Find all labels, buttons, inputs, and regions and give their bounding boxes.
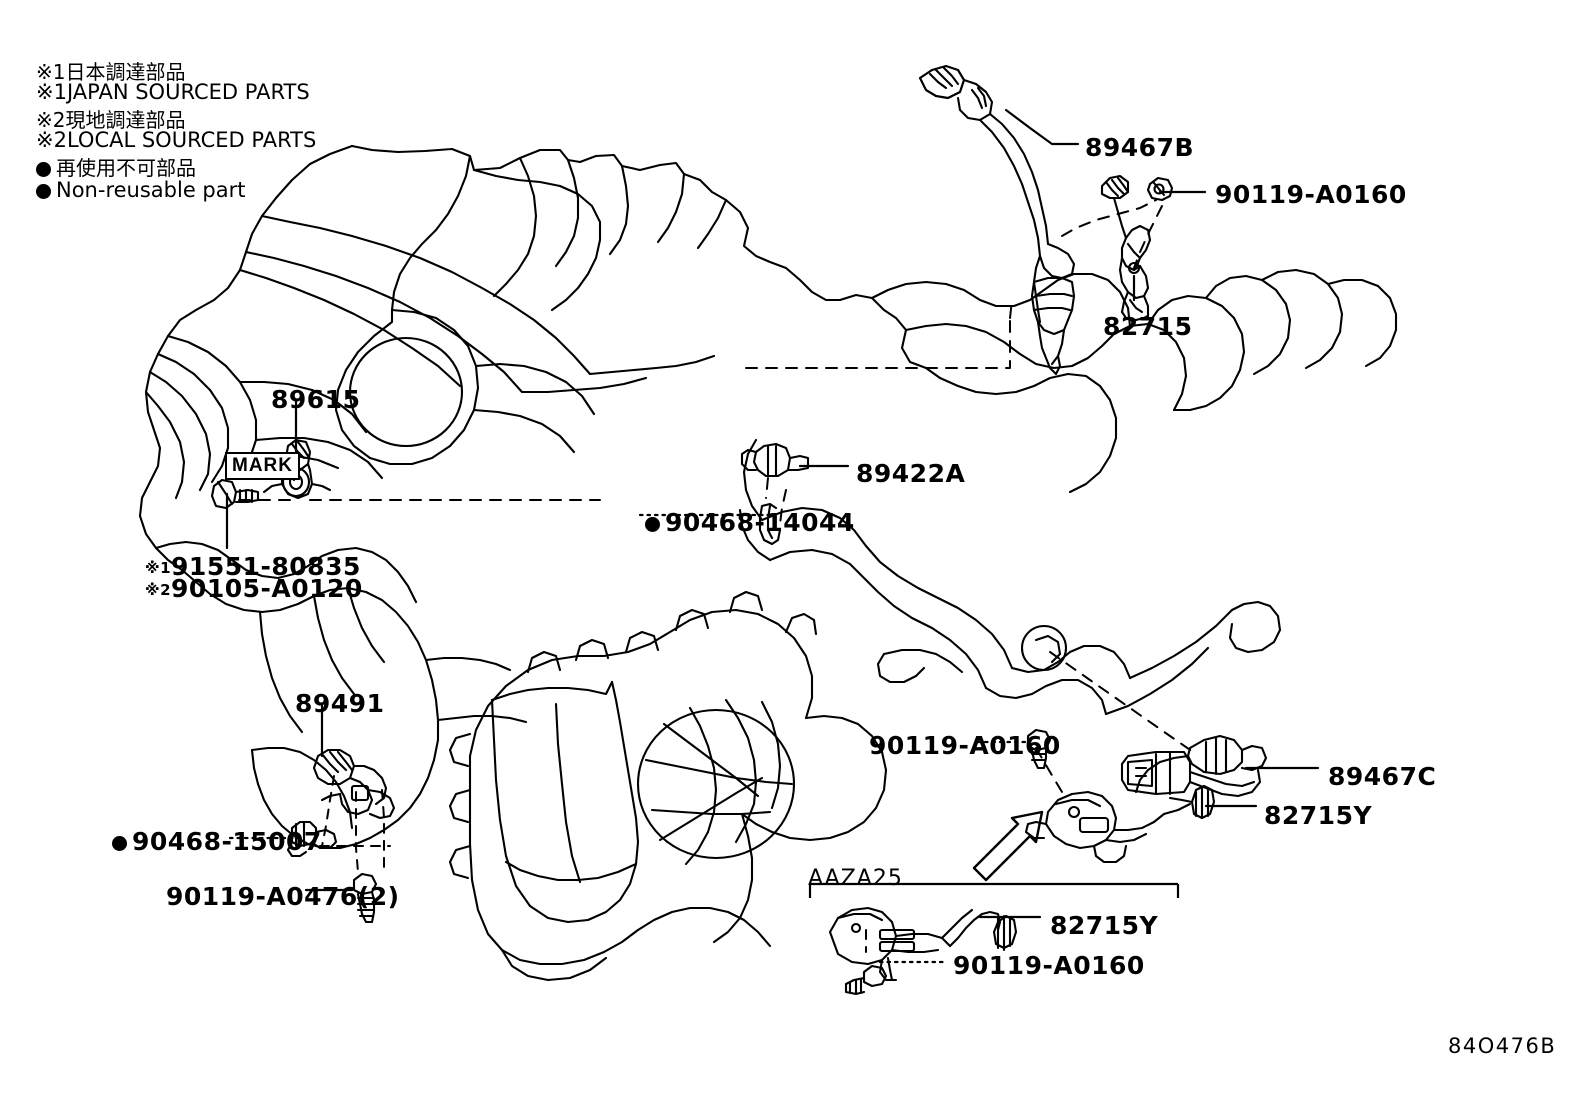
legend-text-3: LOCAL SOURCED PARTS bbox=[66, 128, 317, 152]
part-label-90468-14044[interactable]: 90468-14044 bbox=[645, 508, 855, 537]
part-label-90119-A0476[interactable]: 90119-A0476(2) bbox=[166, 882, 400, 911]
legend-line-0: ※1日本調達部品 bbox=[36, 56, 185, 85]
non-reusable-dot-icon bbox=[112, 835, 127, 851]
mark-label: MARK bbox=[232, 455, 293, 476]
legend-prefix-1: ※1 bbox=[36, 80, 67, 104]
legend-line-1: ※1JAPAN SOURCED PARTS bbox=[36, 80, 310, 104]
part-label-82715Y-inset[interactable]: 82715Y bbox=[1050, 911, 1158, 940]
part-label-82715Y-mid[interactable]: 82715Y bbox=[1264, 801, 1372, 830]
diagram-code: 84O476B bbox=[1448, 1034, 1556, 1058]
part-label-89491[interactable]: 89491 bbox=[295, 689, 384, 718]
part-number-text: 89615 bbox=[271, 385, 361, 414]
group-label-text: AAZA25 bbox=[808, 866, 903, 891]
part-label-90468-15007[interactable]: 90468-15007 bbox=[112, 827, 322, 856]
legend-line-3: ※2LOCAL SOURCED PARTS bbox=[36, 128, 316, 152]
part-label-90119-A0160-top[interactable]: 90119-A0160 bbox=[1215, 180, 1407, 209]
mark-callout-box: MARK bbox=[225, 452, 300, 480]
group-label-AAZA25: AAZA25 bbox=[808, 866, 903, 891]
legend-prefix-0: ※1 bbox=[36, 60, 66, 84]
part-number-text: 90468-14044 bbox=[665, 508, 855, 537]
non-reusable-dot-icon bbox=[36, 162, 51, 177]
part-label-89467C[interactable]: 89467C bbox=[1328, 762, 1436, 791]
legend-line-5: Non-reusable part bbox=[36, 178, 245, 202]
part-label-89422A[interactable]: 89422A bbox=[856, 459, 965, 488]
legend-line-2: ※2現地調達部品 bbox=[36, 104, 185, 133]
non-reusable-dot-icon bbox=[645, 516, 660, 532]
part-number-text: 82715Y bbox=[1264, 801, 1373, 830]
diagram-code-text: 84O476B bbox=[1448, 1034, 1557, 1058]
legend-prefix-3: ※2 bbox=[36, 128, 67, 152]
part-label-91551-80835[interactable]: ※191551-80835 bbox=[145, 552, 361, 581]
legend-text-5: Non-reusable part bbox=[56, 178, 246, 202]
legend-prefix-2: ※2 bbox=[36, 108, 66, 132]
part-number-text: 89467B bbox=[1085, 133, 1195, 162]
part-number-text: 90119-A0160 bbox=[1215, 180, 1407, 209]
legend-text-1: JAPAN SOURCED PARTS bbox=[66, 80, 310, 104]
legend-text-2: 現地調達部品 bbox=[65, 108, 186, 132]
part-label-90119-A0160-inset[interactable]: 90119-A0160 bbox=[953, 951, 1145, 980]
legend-text-0: 日本調達部品 bbox=[65, 60, 186, 84]
source-mark-2: ※2 bbox=[145, 581, 172, 599]
part-number-text: 90119-A0160 bbox=[869, 731, 1061, 760]
non-reusable-dot-icon-2 bbox=[36, 183, 51, 199]
part-label-90119-A0160-mid[interactable]: 90119-A0160 bbox=[869, 731, 1061, 760]
part-number-text: 90119-A0160 bbox=[953, 951, 1145, 980]
part-number-text: 90468-15007 bbox=[132, 827, 322, 856]
source-mark-1: ※1 bbox=[145, 559, 172, 577]
part-number-text: 89422A bbox=[856, 459, 966, 488]
part-number-text: 90105-A0120 bbox=[171, 574, 363, 603]
part-number-text: 82715 bbox=[1103, 312, 1193, 341]
part-number-text: 89467C bbox=[1328, 762, 1437, 791]
part-label-89615[interactable]: 89615 bbox=[271, 385, 360, 414]
legend-line-4: 再使用不可部品 bbox=[36, 152, 196, 181]
part-number-text: 82715Y bbox=[1050, 911, 1159, 940]
part-number-text: 89491 bbox=[295, 689, 385, 718]
part-number-text: 90119-A0476(2) bbox=[166, 882, 400, 911]
part-label-82715[interactable]: 82715 bbox=[1103, 312, 1192, 341]
legend-text-4: 再使用不可部品 bbox=[56, 156, 196, 180]
part-label-90105-A0120[interactable]: ※290105-A0120 bbox=[145, 574, 363, 603]
part-number-text: 91551-80835 bbox=[171, 552, 361, 581]
part-label-89467B[interactable]: 89467B bbox=[1085, 133, 1194, 162]
